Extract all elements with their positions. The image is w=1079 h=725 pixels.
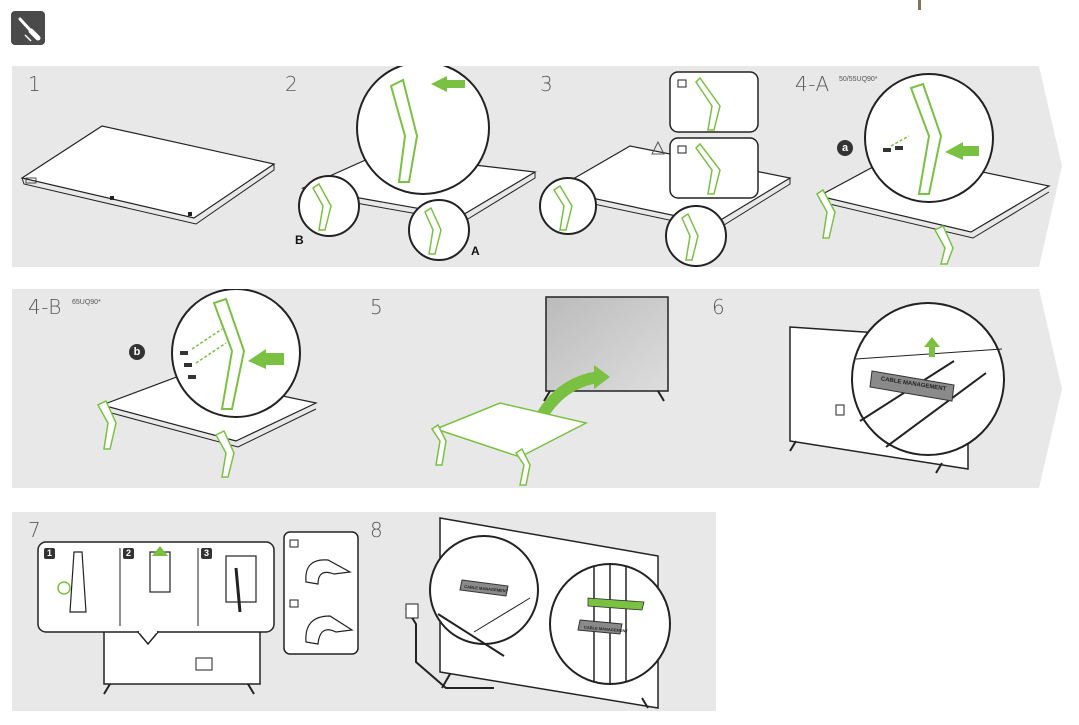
substep-3: 3 [201,548,212,559]
step-number: 7 [28,518,42,542]
page-edge-mark [918,0,921,10]
substep-1: 1 [44,548,55,559]
cable-management-label: CABLE MANAGEMENT [464,584,509,594]
step-2-panel: 2 B A [269,66,552,267]
cable-management-illustration: CABLE MANAGEMENT [789,302,1005,474]
step-8-panel: 8 CABLE MANAGEMENT CABLE MANAGEMENT [354,512,716,711]
step-4b-panel: 4-B 65UQ90* b [12,289,378,488]
step-number: 2 [285,72,299,96]
stand-lock-illustration [539,71,792,267]
step-number: 1 [28,72,42,96]
stand-attach-illustration [298,66,537,261]
step-7-panel: 7 1 2 3 [12,512,378,711]
label-b: B [295,233,304,247]
step-1-panel: 1 [12,66,295,267]
step-number: 4-B [28,295,62,319]
screw-badge: a [837,140,853,156]
step-3-panel: 3 [524,66,807,267]
cable-routing-illustration: CABLE MANAGEMENT CABLE MANAGEMENT [405,517,671,709]
step-number: 4-A [795,72,830,96]
cable-management-label: CABLE MANAGEMENT [584,625,629,634]
step-number: 3 [540,72,554,96]
substep-2: 2 [123,548,134,559]
label-a: A [471,244,480,258]
tv-face-down-illustration [20,125,276,225]
step-4a-panel: 4-A 50/55UQ90* a [779,66,1062,267]
screw-stand-illustration [96,289,318,478]
model-note: 65UQ90* [72,299,101,306]
step-6-panel: 6 CABLE MANAGEMENT [696,289,1062,488]
step-number: 6 [712,295,726,319]
screw-badge: b [129,344,145,360]
tv-lift-illustration [430,296,669,486]
step-number: 5 [370,295,384,319]
step-5-panel: 5 [354,289,720,488]
screwdriver-icon [11,11,45,45]
step-number: 8 [370,518,384,542]
screw-stand-illustration [816,73,1051,265]
model-note: 50/55UQ90* [839,76,878,83]
cable-clip-illustration [37,531,359,695]
